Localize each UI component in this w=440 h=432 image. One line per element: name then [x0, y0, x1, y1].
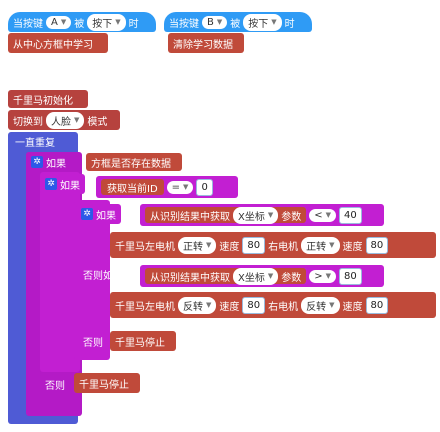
- if2-label: 如果: [60, 180, 80, 192]
- dropdown-arrow-icon: ▼: [206, 301, 212, 309]
- left-dir-dropdown-2[interactable]: 反转▼: [178, 296, 217, 314]
- learn-center-label: 从中心方框中学习: [13, 39, 93, 51]
- right-dir-dropdown-2[interactable]: 反转▼: [301, 296, 340, 314]
- right-speed-input-1[interactable]: 80: [365, 236, 389, 254]
- event-tail: 时: [284, 18, 295, 30]
- dropdown-arrow-icon: ▼: [325, 211, 332, 219]
- event-label: 当按键: [169, 18, 199, 30]
- gear-icon[interactable]: ✲: [45, 178, 57, 190]
- dropdown-arrow-icon: ▼: [74, 116, 80, 124]
- forever-loop-header: 一直重复: [10, 133, 60, 149]
- gear-icon[interactable]: ✲: [81, 208, 93, 220]
- left-speed-input-1[interactable]: 80: [242, 236, 266, 254]
- event-label: 当按键: [13, 18, 43, 30]
- if1-label: 如果: [46, 158, 66, 170]
- box-has-data-condition[interactable]: 方框是否存在数据: [86, 153, 182, 171]
- box-has-data-label: 方框是否存在数据: [91, 158, 171, 170]
- event-verb: 被: [230, 18, 241, 30]
- if1-else-label-row: 否则: [40, 376, 70, 392]
- left-speed-input-2[interactable]: 80: [242, 296, 266, 314]
- dropdown-arrow-icon: ▼: [206, 241, 212, 249]
- mode-suffix: 模式: [87, 116, 108, 128]
- coord-dropdown-1[interactable]: X坐标▼: [233, 206, 279, 224]
- left-dir-dropdown-1[interactable]: 正转▼: [178, 236, 217, 254]
- init-label: 千里马初始化: [13, 95, 73, 107]
- op-dropdown-id[interactable]: =▼: [166, 180, 194, 194]
- stop-label-inner: 千里马停止: [115, 337, 165, 349]
- stop-block-outer[interactable]: 千里马停止: [74, 373, 140, 393]
- if3-else-label: 否则: [83, 337, 103, 349]
- clear-data-block[interactable]: 清除学习数据: [168, 33, 244, 53]
- switch-label: 切换到: [13, 116, 43, 128]
- motor-block-forward[interactable]: 千里马左电机 正转▼ 速度 80 右电机 正转▼ 速度 80: [110, 232, 436, 258]
- action-dropdown-a[interactable]: 按下▼: [87, 13, 126, 31]
- if3-block[interactable]: [74, 200, 110, 360]
- get-result-block-2[interactable]: 从识别结果中获取 X坐标▼ 参数: [145, 267, 307, 285]
- x-threshold-high-input[interactable]: 80: [339, 267, 362, 285]
- if3-else-label-row: 否则: [78, 333, 108, 349]
- stop-block-inner[interactable]: 千里马停止: [110, 331, 176, 351]
- event-block-key-b[interactable]: 当按键 B▼ 被 按下▼ 时: [164, 12, 312, 32]
- motor-block-reverse[interactable]: 千里马左电机 反转▼ 速度 80 右电机 反转▼ 速度 80: [110, 292, 436, 318]
- if1-header: ✲ 如果: [26, 152, 71, 172]
- init-block[interactable]: 千里马初始化: [8, 90, 88, 108]
- compare-block-x-lt[interactable]: 从识别结果中获取 X坐标▼ 参数 <▼ 40: [140, 204, 384, 226]
- key-dropdown-b[interactable]: B▼: [202, 15, 228, 29]
- get-result-block-1[interactable]: 从识别结果中获取 X坐标▼ 参数: [145, 206, 307, 224]
- switch-mode-block[interactable]: 切换到 人脸▼ 模式: [8, 110, 120, 130]
- if3-label: 如果: [96, 210, 116, 222]
- dropdown-arrow-icon: ▼: [267, 211, 274, 219]
- event-tail: 时: [128, 18, 139, 30]
- x-threshold-low-input[interactable]: 40: [339, 206, 362, 224]
- dropdown-arrow-icon: ▼: [216, 18, 223, 26]
- elif-label-row: 否则如果: [78, 266, 128, 282]
- event-block-key-a[interactable]: 当按键 A▼ 被 按下▼ 时: [8, 12, 156, 32]
- dropdown-arrow-icon: ▼: [271, 18, 277, 26]
- gear-icon[interactable]: ✲: [31, 156, 43, 168]
- if2-header: ✲ 如果: [40, 174, 85, 194]
- event-verb: 被: [74, 18, 85, 30]
- if1-else-label: 否则: [45, 380, 65, 392]
- action-dropdown-b[interactable]: 按下▼: [243, 13, 282, 31]
- elif-label: 否则如果: [83, 270, 123, 282]
- if3-header: ✲ 如果: [76, 204, 121, 224]
- dropdown-arrow-icon: ▼: [60, 18, 67, 26]
- op-dropdown-lt[interactable]: <▼: [309, 208, 337, 222]
- get-current-id-block[interactable]: 获取当前ID: [101, 179, 164, 195]
- forever-loop-label: 一直重复: [15, 137, 55, 149]
- if2-block[interactable]: [40, 172, 80, 372]
- clear-data-label: 清除学习数据: [173, 39, 233, 51]
- dropdown-arrow-icon: ▼: [325, 272, 332, 280]
- dropdown-arrow-icon: ▼: [329, 241, 335, 249]
- dropdown-arrow-icon: ▼: [183, 183, 189, 191]
- compare-block-id[interactable]: 获取当前ID =▼ 0: [96, 176, 238, 198]
- coord-dropdown-2[interactable]: X坐标▼: [233, 267, 279, 285]
- learn-center-block[interactable]: 从中心方框中学习: [8, 33, 108, 53]
- op-dropdown-gt[interactable]: >▼: [309, 269, 337, 283]
- compare-block-x-gt[interactable]: 从识别结果中获取 X坐标▼ 参数 >▼ 80: [140, 265, 384, 287]
- right-dir-dropdown-1[interactable]: 正转▼: [301, 236, 340, 254]
- mode-dropdown[interactable]: 人脸▼: [46, 111, 85, 129]
- dropdown-arrow-icon: ▼: [115, 18, 121, 26]
- dropdown-arrow-icon: ▼: [267, 272, 274, 280]
- dropdown-arrow-icon: ▼: [329, 301, 335, 309]
- key-dropdown-a[interactable]: A▼: [46, 15, 72, 29]
- stop-label-outer: 千里马停止: [79, 379, 129, 391]
- right-speed-input-2[interactable]: 80: [365, 296, 389, 314]
- id-value-input[interactable]: 0: [196, 178, 213, 196]
